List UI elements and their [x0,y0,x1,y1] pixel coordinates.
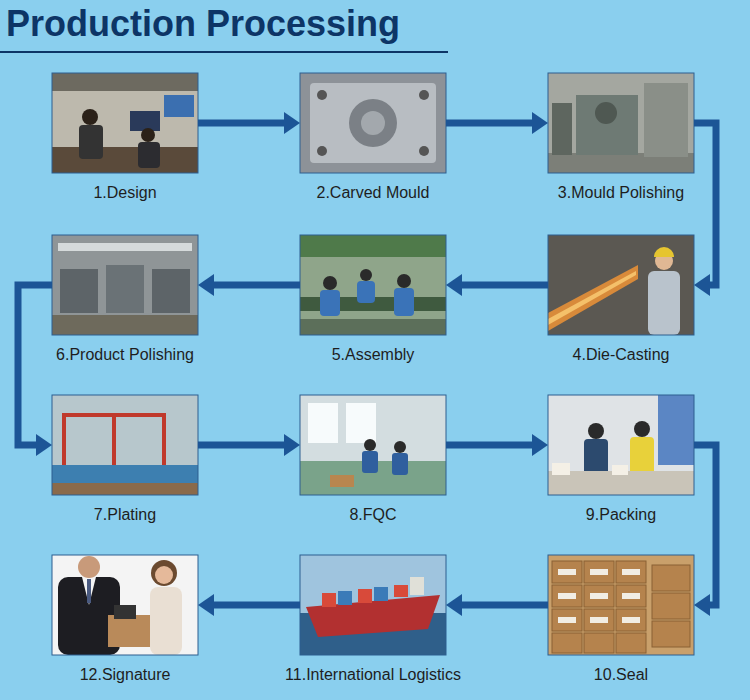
design-photo [52,73,198,173]
step-label: 1.Design [93,183,156,203]
flow-arrow [198,120,284,127]
step-label: 4.Die-Casting [573,345,670,365]
step-label: 2.Carved Mould [317,183,430,203]
flow-arrow [198,442,284,449]
flow-arrow [446,442,532,449]
step-label: 7.Plating [94,505,156,525]
flow-arrow [18,285,52,445]
process-step: 8.FQC [300,395,446,529]
mould-photo [300,73,446,173]
flow-arrow [446,120,532,127]
process-step: 12.Signature [52,555,198,689]
step-label: 5.Assembly [332,345,415,365]
step-label: 8.FQC [349,505,396,525]
seal-photo [548,555,694,655]
step-label: 11.International Logistics [285,665,461,685]
process-step: 6.Product Polishing [52,235,198,369]
flow-arrow [462,602,548,609]
flow-arrow [694,445,716,605]
diagram-title: Production Processing [6,3,400,45]
flow-arrow [214,602,300,609]
ship-photo [300,555,446,655]
step-label: 6.Product Polishing [56,345,194,365]
signature-photo [52,555,198,655]
flow-arrow [214,282,300,289]
process-step: 2.Carved Mould [300,73,446,207]
flow-arrow [462,282,548,289]
process-step: 3.Mould Polishing [548,73,694,207]
process-step: 5.Assembly [300,235,446,369]
step-label: 10.Seal [594,665,648,685]
polishing-photo [548,73,694,173]
step-label: 9.Packing [586,505,656,525]
packing-photo [548,395,694,495]
step-label: 3.Mould Polishing [558,183,684,203]
product-polishing-photo [52,235,198,335]
step-label: 12.Signature [80,665,171,685]
die-casting-photo [548,235,694,335]
process-step: 1.Design [52,73,198,207]
plating-photo [52,395,198,495]
fqc-photo [300,395,446,495]
flow-arrow [694,123,716,285]
process-step: 11.International Logistics [300,555,446,689]
process-step: 4.Die-Casting [548,235,694,369]
process-step: 9.Packing [548,395,694,529]
assembly-photo [300,235,446,335]
process-step: 10.Seal [548,555,694,689]
process-step: 7.Plating [52,395,198,529]
title-underline [0,51,448,53]
